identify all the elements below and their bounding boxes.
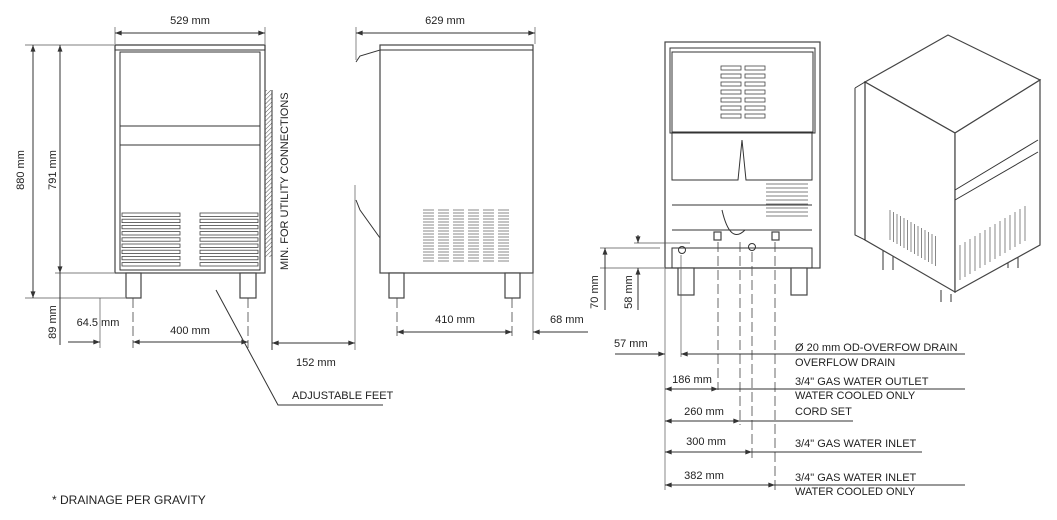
grille-slat — [199, 224, 259, 230]
iso-grille — [889, 206, 1026, 280]
callout-0-line2: OVERFLOW DRAIN — [795, 357, 895, 369]
footnote: * DRAINAGE PER GRAVITY — [52, 493, 206, 507]
foot-offset-label: 64.5 mm — [77, 317, 120, 329]
callout-2-dim: 260 mm — [684, 406, 724, 418]
clearance-indicator: MIN. FOR UTILITY CONNECTIONS 152 mm — [265, 90, 356, 369]
rear-foot-right — [790, 267, 808, 296]
grille-slat — [720, 89, 742, 95]
callout-4-line1: 3/4" GAS WATER INLET — [795, 472, 917, 484]
grille-slat — [199, 255, 259, 261]
total-height-label: 880 mm — [15, 150, 27, 190]
grille-slat — [744, 97, 766, 103]
grille-slat — [199, 231, 259, 236]
feet-height-label: 89 mm — [47, 305, 59, 339]
rear-panel-outline — [671, 133, 813, 181]
rear-view: 70 mm 58 mm 57 mm Ø 20 mm OD-OVERFOW DRA… — [589, 41, 965, 498]
grille-slat — [199, 212, 259, 217]
grille-slat — [199, 243, 259, 248]
side-foot-spacing-label: 410 mm — [435, 314, 475, 326]
grille-slat — [199, 262, 259, 267]
grille-slat — [121, 212, 181, 217]
grille-slat — [744, 65, 766, 71]
front-width-label: 529 mm — [170, 15, 210, 27]
grille-slat — [121, 218, 181, 223]
side-foot-front — [504, 272, 521, 299]
grille-slat — [199, 249, 259, 254]
clearance-label: MIN. FOR UTILITY CONNECTIONS — [279, 92, 291, 270]
isometric-view — [854, 34, 1042, 302]
adjustable-feet-label: ADJUSTABLE FEET — [292, 390, 394, 402]
rear-lower-grille — [766, 183, 808, 217]
callout-1-dim: 186 mm — [672, 374, 712, 386]
inlet-port — [748, 243, 756, 251]
callout-3-dim: 300 mm — [686, 436, 726, 448]
rear-offset-label: 68 mm — [550, 314, 584, 326]
front-top-lid — [114, 44, 266, 51]
grille-slat — [720, 113, 742, 119]
grille-slat — [121, 224, 181, 230]
front-grille — [121, 212, 259, 267]
grille-slat — [199, 218, 259, 223]
rear-offset-label: 57 mm — [614, 338, 648, 350]
grille-slat — [121, 237, 181, 242]
body-height-label: 791 mm — [47, 150, 59, 190]
callout-1-line2: WATER COOLED ONLY — [795, 390, 916, 402]
grille-slat — [720, 81, 742, 87]
grille-slat — [121, 249, 181, 254]
front-foot-right — [239, 272, 257, 299]
feet-leader-line — [215, 289, 383, 406]
side-cabinet — [379, 44, 534, 274]
grille-slat — [121, 243, 181, 248]
cord — [721, 209, 746, 235]
grille-slat — [121, 255, 181, 261]
grille-slat — [720, 105, 742, 111]
grille-slat — [720, 97, 742, 103]
iso-front-face — [954, 78, 1041, 294]
clearance-distance-label: 152 mm — [296, 357, 336, 369]
callout-0-line1: Ø 20 mm OD-OVERFOW DRAIN — [795, 342, 958, 354]
rear-foot-left — [677, 267, 695, 296]
grille-slat — [121, 231, 181, 236]
grille-slat — [720, 65, 742, 71]
wall-hatch — [265, 90, 272, 257]
grille-slat — [199, 237, 259, 242]
front-foot-left — [125, 272, 142, 299]
side-foot-rear — [388, 272, 405, 299]
callout-4-dim: 382 mm — [684, 470, 724, 482]
side-view: 629 mm 410 mm 68 mm — [355, 15, 588, 340]
side-rear-profile — [355, 49, 381, 240]
front-view: 529 mm 880 mm 791 mm 89 mm 64.5 mm 400 m… — [15, 15, 394, 406]
grille-slat — [744, 105, 766, 111]
grille-slat — [744, 113, 766, 119]
rear-height-upper-label: 70 mm — [589, 275, 601, 309]
callout-1-line1: 3/4" GAS WATER OUTLET — [795, 376, 929, 388]
callout-2-line1: CORD SET — [795, 406, 852, 418]
grille-slat — [121, 262, 181, 267]
grille-slat — [744, 81, 766, 87]
grille-slat — [744, 73, 766, 79]
side-grille — [423, 209, 509, 262]
rear-height-lower-label: 58 mm — [623, 275, 635, 309]
front-panel — [119, 51, 261, 271]
side-depth-label: 629 mm — [425, 15, 465, 27]
callout-4-line2: WATER COOLED ONLY — [795, 486, 916, 498]
grille-slat — [744, 89, 766, 95]
drain-port — [678, 246, 686, 254]
rear-upper-grille — [720, 65, 766, 119]
grille-slat — [720, 73, 742, 79]
rear-cabinet — [664, 41, 821, 269]
callout-3-line1: 3/4" GAS WATER INLET — [795, 438, 917, 450]
foot-spacing-label: 400 mm — [170, 325, 210, 337]
